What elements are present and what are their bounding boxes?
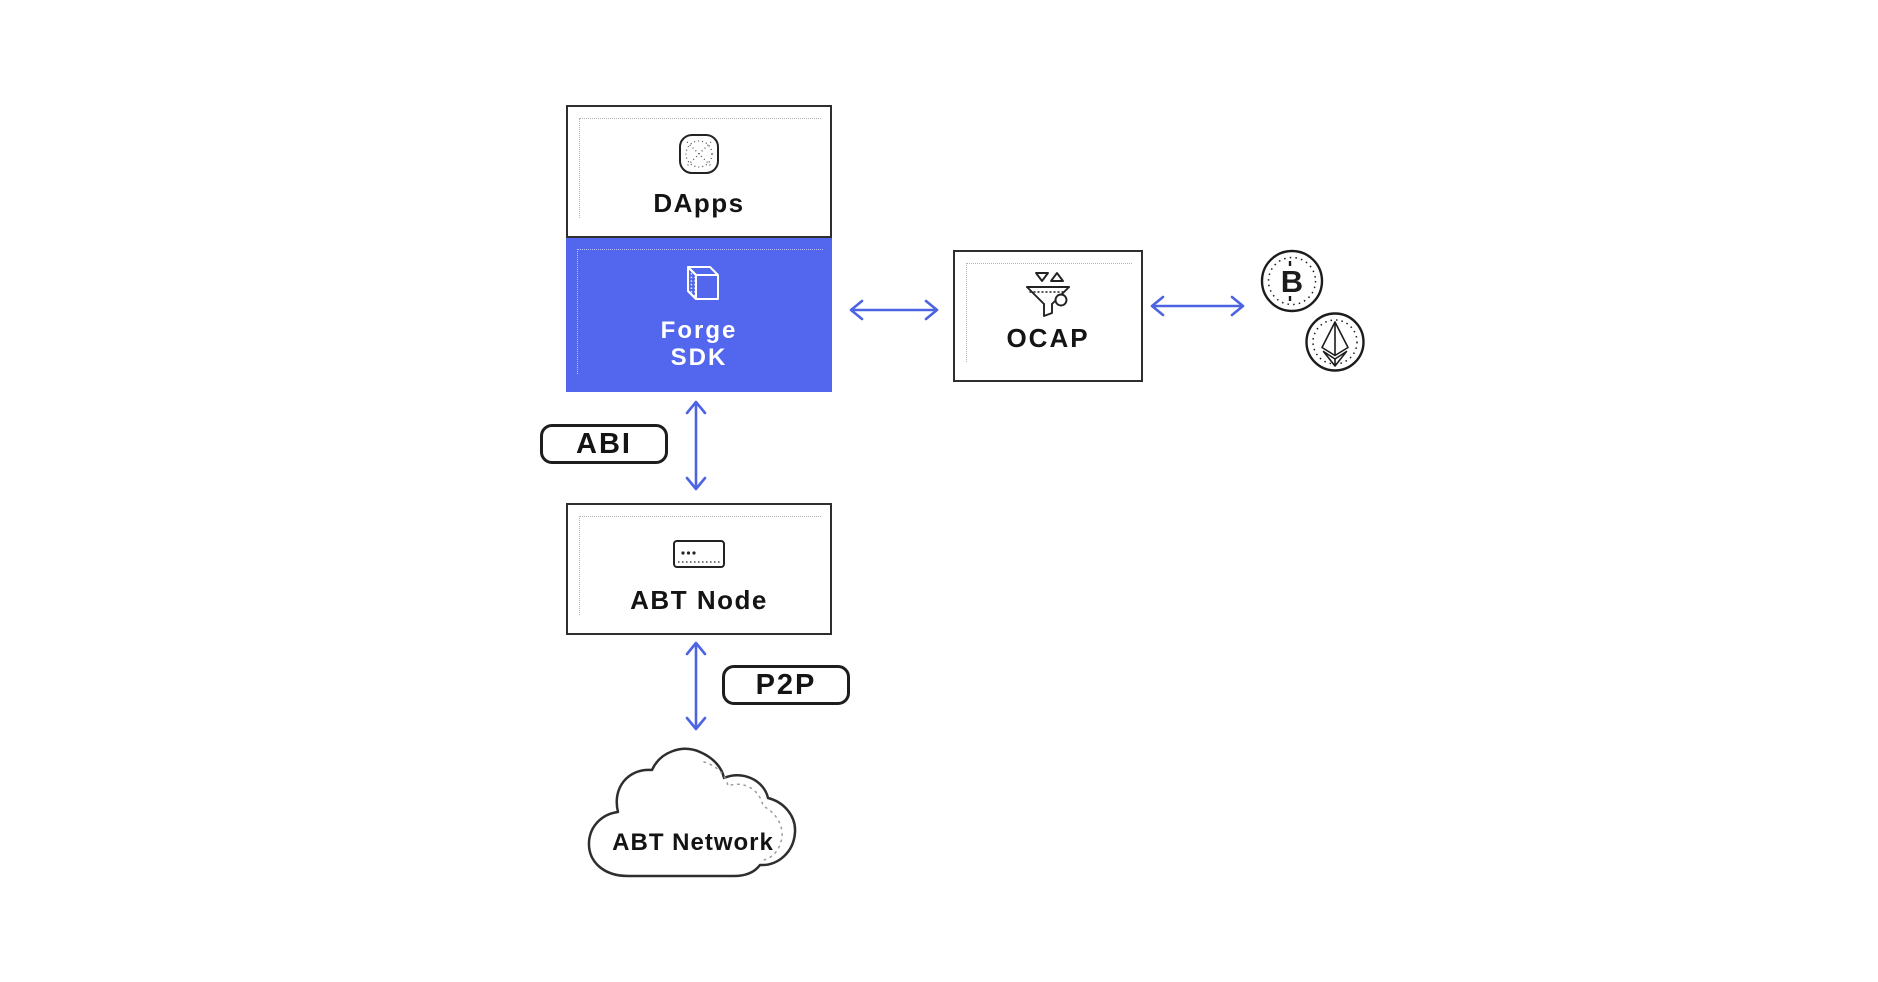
forge-sdk-label-line1: Forge [660,317,738,344]
cloud-dotted-echo [703,761,783,861]
ocap-label: OCAP [1006,323,1090,353]
ocap-node: OCAP [953,250,1143,382]
funnel-icon [1026,272,1070,317]
abt-network-label: ABT Network [612,829,774,856]
p2p-connector-label: P2P [722,665,850,705]
arrow-ocap-to-crypto-coins [1150,295,1245,317]
p2p-label-text: P2P [755,668,817,701]
forge-sdk-label: Forge SDK [661,317,738,371]
cloud-shape [587,747,797,878]
abi-connector-label: ABI [540,424,668,464]
abt-node-node: ABT Node [566,503,832,635]
cube-icon [687,266,719,300]
abi-label-text: ABI [576,427,632,460]
abt-network-node: ABT Network [576,736,810,898]
server-icon [673,540,725,568]
bitcoin-symbol: B [1281,264,1303,299]
arrow-forge-sdk-to-abt-node [685,400,707,491]
arrow-abt-node-to-abt-network [685,641,707,731]
dapps-label: DApps [653,188,745,218]
arrow-forge-sdk-to-ocap [849,299,939,321]
dapps-node: DApps [566,105,832,238]
bitcoin-coin-icon: B [1260,249,1324,313]
forge-sdk-node: Forge SDK [566,238,832,392]
app-tile-icon [679,134,719,174]
ethereum-coin-icon [1305,312,1365,372]
abt-node-label: ABT Node [630,585,768,615]
forge-sdk-label-line2: SDK [670,344,728,371]
